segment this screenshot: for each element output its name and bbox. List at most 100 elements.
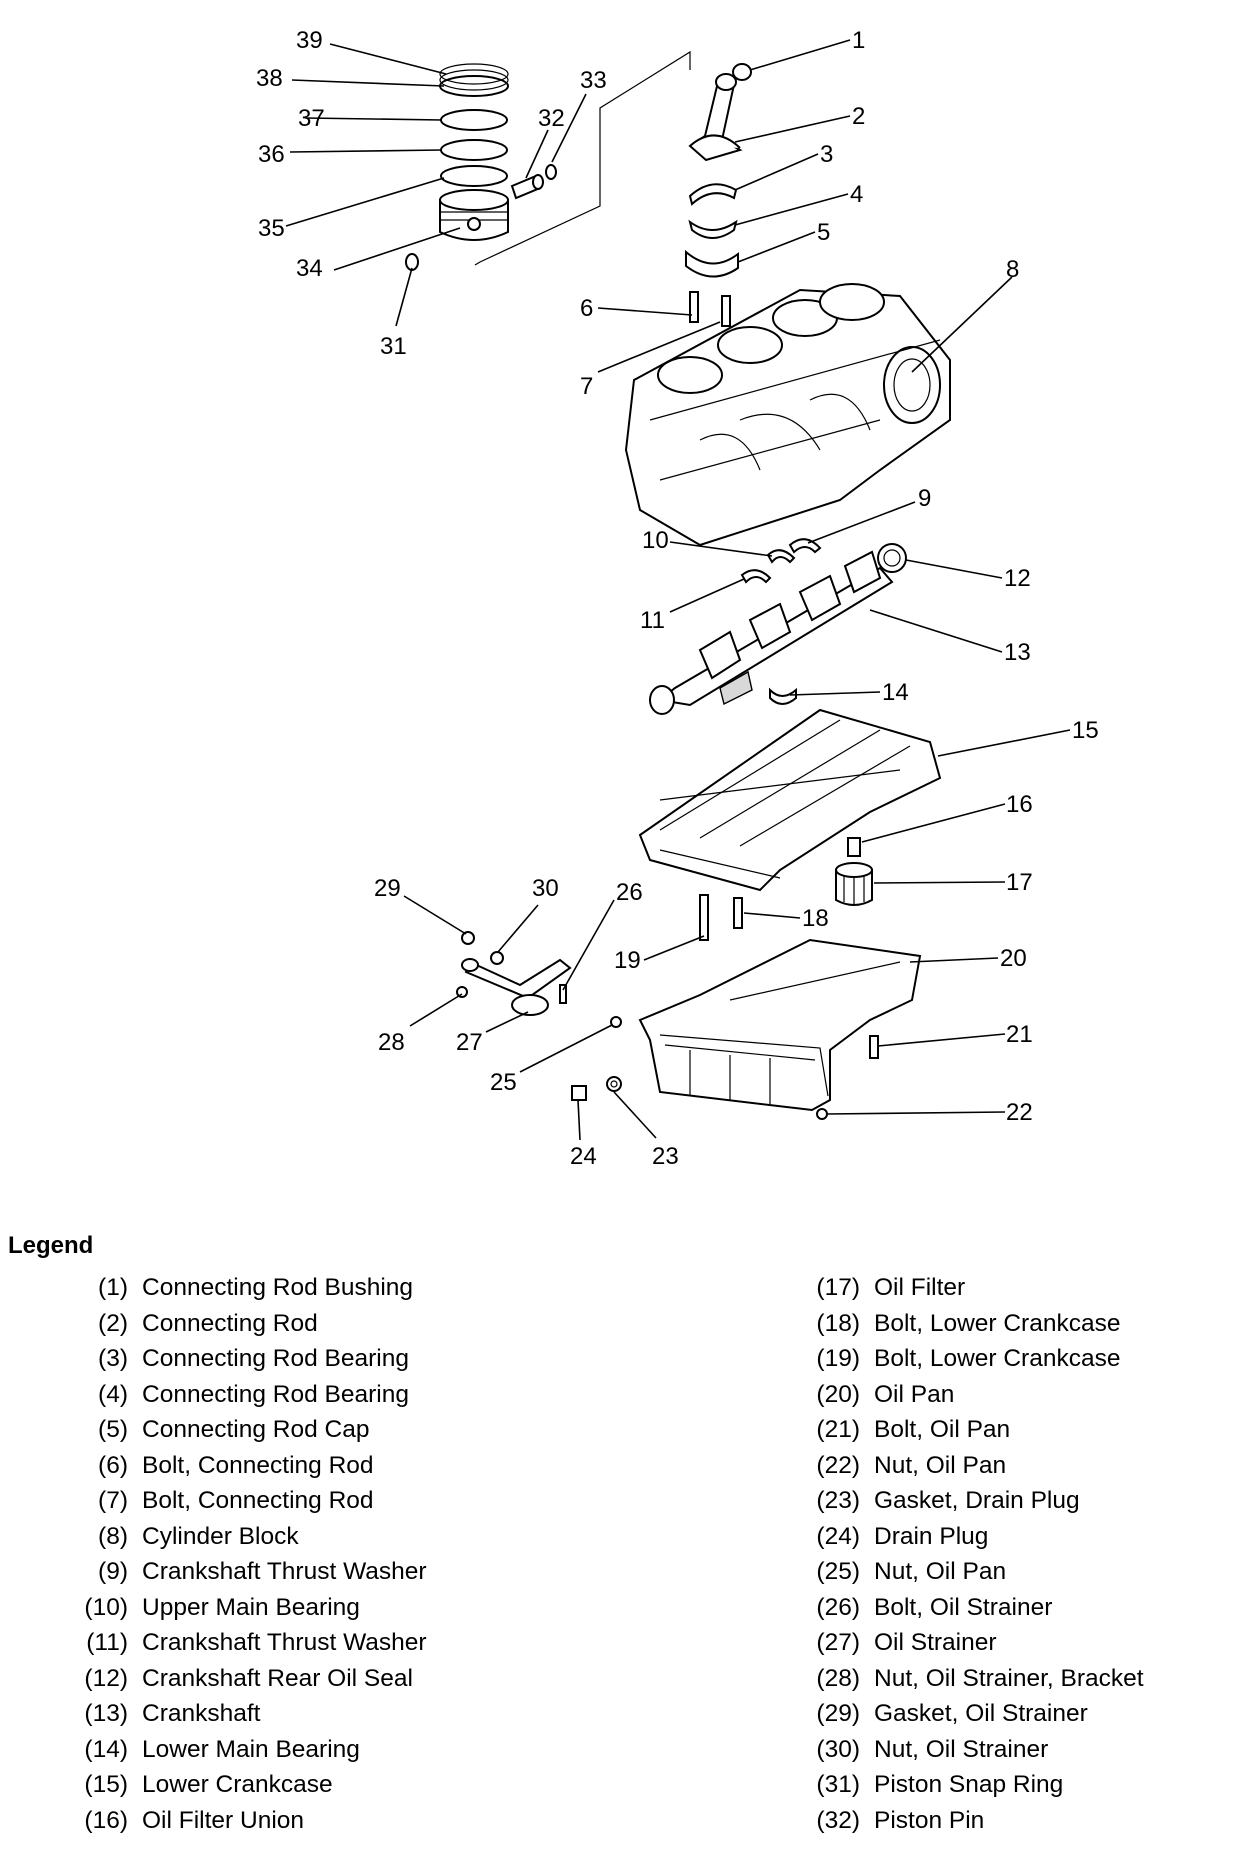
legend-number: (32) — [816, 1806, 860, 1834]
legend-item: (14) Lower Main Bearing — [50, 1736, 427, 1772]
legend-number: (15) — [84, 1771, 128, 1798]
cylinder-block — [624, 283, 951, 547]
callout-labels: 1 2 3 4 5 6 7 8 9 10 11 12 13 14 15 16 1… — [256, 27, 1099, 1170]
legend-column-right: (17)Oil Filter (18) Bolt, Lower Crankcase… — [792, 1274, 1144, 1843]
legend-label: Oil Pan — [874, 1380, 955, 1408]
legend-item: (6) Bolt, Connecting Rod — [50, 1452, 427, 1488]
legend-number: (20) — [816, 1380, 860, 1408]
legend-number: (19) — [816, 1345, 860, 1372]
legend-label: Bolt, Connecting Rod — [142, 1487, 374, 1514]
legend-column-left: (1)Connecting Rod Bushing (2) Connecting … — [50, 1274, 427, 1842]
legend-number: (27) — [816, 1629, 860, 1656]
legend-label: Gasket, Drain Plug — [874, 1487, 1080, 1514]
legend-number: (6) — [98, 1451, 128, 1479]
callout-35: 35 — [258, 215, 285, 242]
callout-2: 2 — [852, 103, 865, 130]
legend-label: Bolt, Connecting Rod — [142, 1451, 374, 1479]
legend-number: (30) — [816, 1735, 860, 1763]
legend-number: (26) — [816, 1593, 860, 1621]
legend-item: (13)Crankshaft — [50, 1700, 427, 1736]
legend-number: (29) — [816, 1700, 860, 1727]
legend-number: (2) — [98, 1309, 128, 1337]
piston-snap-ring — [405, 253, 419, 271]
legend-item: (9)Crankshaft Thrust Washer — [50, 1558, 427, 1594]
rod-bolts — [689, 291, 731, 327]
legend-number: (23) — [816, 1487, 860, 1514]
legend-label: Lower Crankcase — [142, 1771, 333, 1798]
callout-18: 18 — [802, 905, 829, 932]
callout-10: 10 — [642, 527, 669, 554]
legend-item: (2) Connecting Rod — [50, 1310, 427, 1346]
legend-label: Lower Main Bearing — [142, 1735, 360, 1763]
legend-item: (24)Drain Plug — [792, 1523, 1144, 1559]
legend-label: Connecting Rod Bushing — [142, 1274, 414, 1301]
legend-item: (17)Oil Filter — [792, 1274, 1144, 1310]
legend-number: (10) — [84, 1593, 128, 1621]
callout-32: 32 — [538, 105, 565, 132]
legend-item: (15) Lower Crankcase — [50, 1771, 427, 1807]
callout-31: 31 — [380, 333, 407, 360]
callout-14: 14 — [882, 679, 909, 706]
legend-number: (16) — [84, 1806, 128, 1834]
callout-16: 16 — [1006, 791, 1033, 818]
legend-number: (3) — [98, 1345, 128, 1372]
legend-item: (30)Nut, Oil Strainer — [792, 1736, 1144, 1772]
lower-main-bearing — [769, 687, 797, 705]
legend-item: (32) Piston Pin — [792, 1807, 1144, 1843]
rod-bushing — [732, 63, 752, 81]
callout-17: 17 — [1006, 869, 1033, 896]
legend-label: Connecting Rod Cap — [142, 1416, 370, 1443]
callout-5: 5 — [817, 219, 830, 246]
callout-15: 15 — [1072, 717, 1099, 744]
legend-label: Bolt, Oil Pan — [874, 1416, 1011, 1443]
legend-label: Gasket, Oil Strainer — [874, 1700, 1088, 1727]
oil-pan — [638, 938, 922, 1112]
legend-number: (22) — [816, 1451, 860, 1479]
legend-number: (18) — [816, 1309, 860, 1337]
legend-item: (18) Bolt, Lower Crankcase — [792, 1310, 1144, 1346]
legend-label: Connecting Rod — [142, 1309, 318, 1337]
callout-9: 9 — [918, 485, 931, 512]
legend-label: Cylinder Block — [142, 1522, 299, 1550]
callout-1: 1 — [852, 27, 865, 54]
callout-30: 30 — [532, 875, 559, 902]
legend-number: (17) — [816, 1274, 860, 1301]
callout-19: 19 — [614, 947, 641, 974]
legend-item: (7)Bolt, Connecting Rod — [50, 1487, 427, 1523]
legend-label: Oil Strainer — [874, 1629, 997, 1656]
callout-12: 12 — [1004, 565, 1031, 592]
callout-24: 24 — [570, 1143, 597, 1170]
legend-item: (23) Gasket, Drain Plug — [792, 1487, 1144, 1523]
snap-ring-33 — [545, 164, 557, 180]
legend-item: (21) Bolt, Oil Pan — [792, 1416, 1144, 1452]
leader-lines — [285, 39, 1071, 1141]
callout-4: 4 — [850, 181, 863, 208]
legend-item: (31)Piston Snap Ring — [792, 1771, 1144, 1807]
legend-label: Bolt, Lower Crankcase — [874, 1309, 1121, 1337]
callout-29: 29 — [374, 875, 401, 902]
legend-item: (11)Crankshaft Thrust Washer — [50, 1629, 426, 1665]
lower-crankcase — [638, 708, 942, 892]
legend-number: (5) — [98, 1416, 128, 1443]
legend-label: Drain Plug — [874, 1522, 989, 1550]
legend-number: (14) — [84, 1735, 128, 1763]
legend-number: (21) — [816, 1416, 860, 1443]
legend-title: Legend — [8, 1232, 94, 1259]
callout-11: 11 — [640, 607, 665, 634]
oil-pan-fasteners — [610, 1016, 879, 1120]
legend-item: (3)Connecting Rod Bearing — [50, 1345, 427, 1381]
drain-plug — [571, 1076, 622, 1101]
legend-item: (25)Nut, Oil Pan — [792, 1558, 1144, 1594]
legend-number: (13) — [84, 1700, 128, 1727]
connecting-rod — [688, 73, 743, 162]
rod-cap — [685, 249, 739, 278]
legend-item: (1)Connecting Rod Bushing — [50, 1274, 427, 1310]
legend-label: Piston Snap Ring — [874, 1771, 1064, 1798]
legend-label: Piston Pin — [874, 1806, 985, 1834]
callout-27: 27 — [456, 1029, 483, 1056]
legend-item: (8)Cylinder Block — [50, 1523, 427, 1559]
oil-filter-union — [847, 837, 861, 857]
legend-item: (28)Nut, Oil Strainer, Bracket — [792, 1665, 1143, 1701]
callout-25: 25 — [490, 1069, 517, 1096]
rod-bearings — [688, 183, 738, 239]
